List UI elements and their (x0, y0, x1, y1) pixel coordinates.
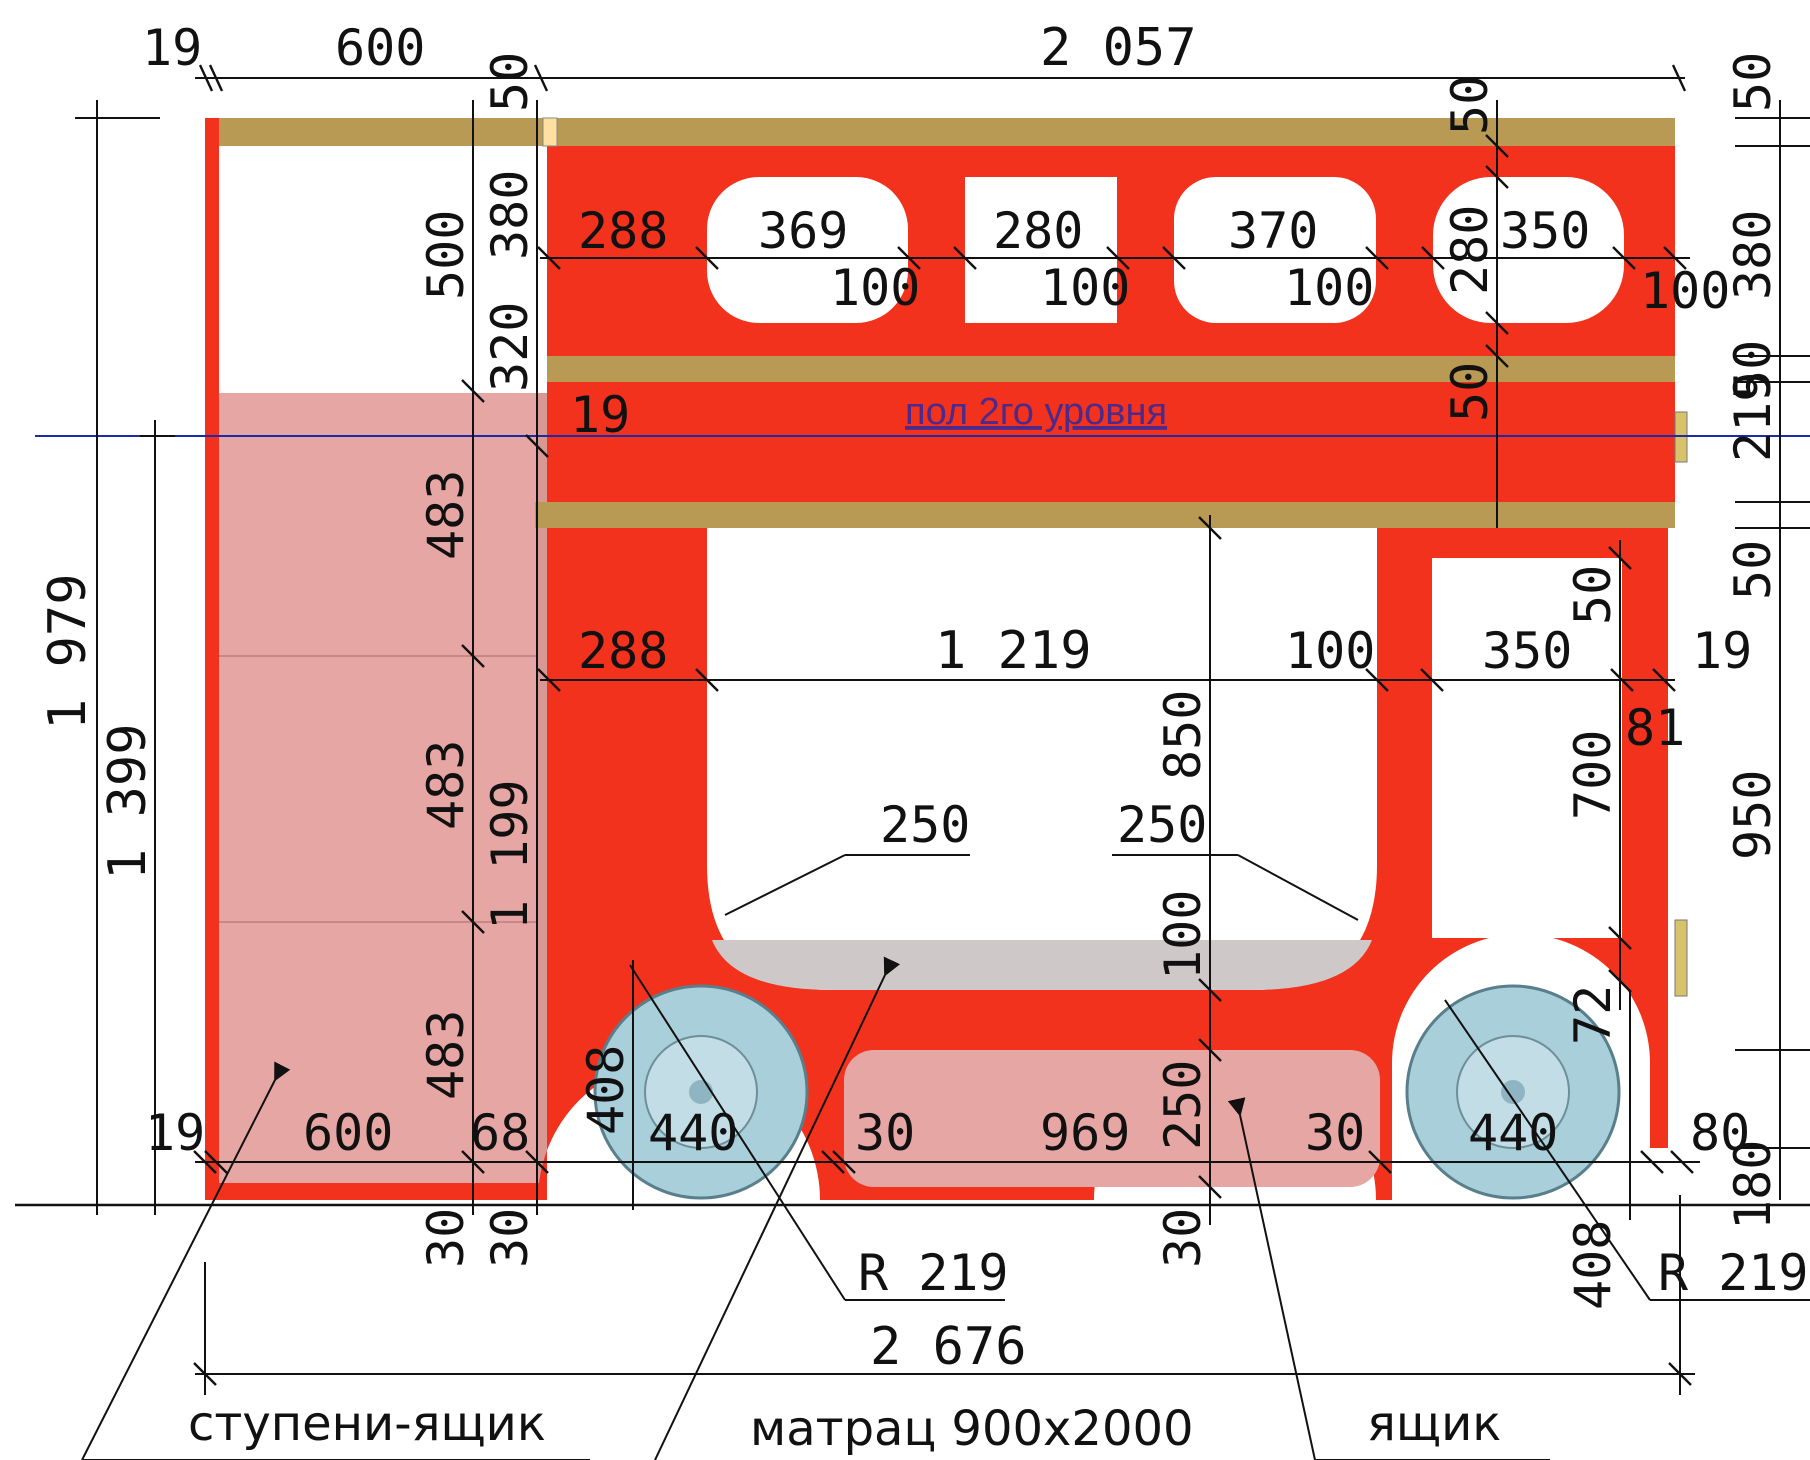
dim-win3-100: 100 (1284, 259, 1374, 317)
dim-bot-30e: 30 (1154, 1208, 1212, 1268)
dim-lower-350: 350 (1482, 622, 1572, 680)
dim-bot-440b: 440 (1468, 1104, 1558, 1162)
dim-bot-80: 80 (1690, 1104, 1750, 1162)
dim-win2-280: 280 (993, 202, 1083, 260)
lower-bed-opening (707, 528, 1377, 990)
stairs-pink-block (219, 393, 537, 1183)
dim-v-850: 850 (1154, 690, 1212, 780)
dimension-lines (75, 64, 1810, 1460)
dim-bot-440a: 440 (648, 1104, 738, 1162)
dim-v-483c: 483 (417, 1010, 475, 1100)
dim-v-483a: 483 (417, 470, 475, 560)
rail-end-cap-top (542, 117, 558, 147)
upper-windows (707, 177, 1624, 323)
dim-lower-50: 50 (1564, 565, 1622, 625)
side-latch-lower (1674, 919, 1688, 997)
dim-v-320: 320 (481, 302, 539, 392)
dim-bot-30c: 30 (417, 1208, 475, 1268)
dim-v-408a: 408 (577, 1045, 635, 1135)
dim-win1-100: 100 (830, 259, 920, 317)
dim-v-72: 72 (1564, 985, 1622, 1045)
stairs-drawer-column (205, 118, 554, 1200)
dim-lower-81: 81 (1625, 699, 1685, 757)
lower-side-window (1432, 558, 1622, 938)
dim-win4-350: 350 (1500, 202, 1590, 260)
top-rail-board (547, 118, 1675, 146)
mattress-label: матрац 900x2000 (750, 1401, 1194, 1457)
dim-win4-100: 100 (1640, 262, 1730, 320)
dim-bot-68: 68 (470, 1104, 530, 1162)
floor-rail-board (535, 502, 1675, 528)
stairs-back-panel (205, 118, 219, 1200)
upper-window-2 (965, 177, 1117, 323)
dim-top-50: 50 (481, 52, 539, 112)
dim-right-380: 380 (1724, 210, 1782, 300)
dim-floor-50: 50 (1441, 362, 1499, 422)
dim-v-408b: 408 (1564, 1220, 1622, 1310)
dim-left-1979: 1 979 (38, 573, 98, 730)
dim-v-250: 250 (1154, 1060, 1212, 1150)
dim-floor-19: 19 (570, 386, 630, 444)
dim-right-180: 180 (1724, 1140, 1782, 1230)
dim-bot-600: 600 (303, 1104, 393, 1162)
dimension-texts: 19 600 50 2 057 50 380 50 219 50 950 180… (38, 18, 1809, 1377)
dim-r219b: R 219 (1658, 1244, 1809, 1302)
dim-win4-280v: 280 (1441, 205, 1499, 295)
bus-floor-panel (547, 380, 1675, 502)
dim-corner-250a: 250 (880, 796, 970, 854)
rear-wheel-hub (1501, 1080, 1525, 1104)
dim-v-1199: 1 199 (481, 779, 539, 930)
dim-lower-700: 700 (1564, 730, 1622, 820)
upper-window-3 (1174, 177, 1376, 323)
dim-right-950: 950 (1724, 770, 1782, 860)
dim-bot-30d: 30 (481, 1208, 539, 1268)
drawer-label: ящик (1367, 1396, 1501, 1452)
dim-v-380: 380 (481, 170, 539, 260)
drawer-front (844, 1050, 1380, 1187)
stairs-front-edge (537, 393, 547, 1183)
dim-right-219: 219 (1724, 372, 1782, 462)
rear-wheel (1405, 984, 1621, 1200)
dim-top-600: 600 (335, 19, 425, 77)
dim-lower-100: 100 (1285, 622, 1375, 680)
dim-v-500: 500 (417, 210, 475, 300)
dim-right-50a: 50 (1724, 52, 1782, 112)
dim-win3-370: 370 (1228, 202, 1318, 260)
dim-top-19: 19 (142, 19, 202, 77)
dim-v-100: 100 (1154, 890, 1212, 980)
upper-window-4 (1433, 177, 1624, 323)
dim-bot-30a: 30 (855, 1104, 915, 1162)
dim-bot-30b: 30 (1305, 1104, 1365, 1162)
steps-drawer-label: ступени-ящик (188, 1396, 546, 1452)
lower-side-frame-strip (1622, 558, 1628, 958)
dim-bot-19: 19 (145, 1104, 205, 1162)
dim-v-483b: 483 (417, 740, 475, 830)
dim-top-2057: 2 057 (1040, 18, 1197, 78)
dim-left-1399: 1 399 (98, 723, 158, 880)
dim-right-50b: 50 (1724, 340, 1782, 400)
stairs-top-board (219, 118, 554, 146)
dim-upper-288: 288 (578, 202, 668, 260)
floor-level-label[interactable]: пол 2го уровня (905, 391, 1167, 433)
dim-lower-19: 19 (1692, 622, 1752, 680)
dim-bot-969: 969 (1040, 1104, 1130, 1162)
dim-win4-50top: 50 (1441, 75, 1499, 135)
dim-right-50c: 50 (1724, 540, 1782, 600)
middle-rail-board (547, 356, 1675, 382)
dim-r219a: R 219 (858, 1244, 1009, 1302)
upper-window-1 (707, 177, 908, 323)
dim-win1-369: 369 (758, 202, 848, 260)
front-wheel-hub (689, 1080, 713, 1104)
mattress (712, 940, 1372, 990)
dim-lower-288: 288 (578, 622, 668, 680)
stairs-bottom-plinth (205, 1183, 547, 1200)
dim-win2-100: 100 (1040, 259, 1130, 317)
dim-total-2676: 2 676 (870, 1317, 1027, 1377)
dim-lower-1219: 1 219 (935, 621, 1092, 681)
dim-corner-250b: 250 (1117, 796, 1207, 854)
